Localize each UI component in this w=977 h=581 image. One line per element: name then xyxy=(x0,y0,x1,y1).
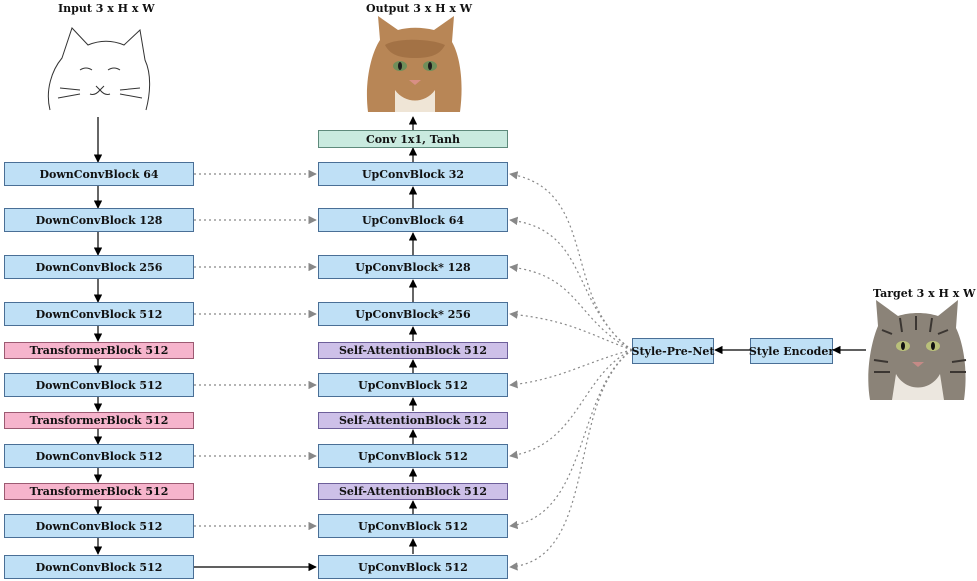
style-fanout xyxy=(509,171,633,571)
encoder-block-5: DownConvBlock 512 xyxy=(4,373,194,397)
transformer-block-2: TransformerBlock 512 xyxy=(4,412,194,429)
cat-photo-icon xyxy=(363,16,462,114)
self-attention-block-3: Self-AttentionBlock 512 xyxy=(318,483,508,500)
decoder-block-5: UpConvBlock 512 xyxy=(318,373,508,397)
decoder-block-7: UpConvBlock 512 xyxy=(318,514,508,538)
decoder-block-4: UpConvBlock* 256 xyxy=(318,302,508,326)
encoder-block-6: DownConvBlock 512 xyxy=(4,444,194,468)
decoder-block-2: UpConvBlock 64 xyxy=(318,208,508,232)
decoder-block-1: UpConvBlock 32 xyxy=(318,162,508,186)
target-label: Target 3 x H x W xyxy=(873,287,976,300)
conv-tanh-block: Conv 1x1, Tanh xyxy=(318,130,508,148)
decoder-block-3: UpConvBlock* 128 xyxy=(318,255,508,279)
output-label: Output 3 x H x W xyxy=(366,2,473,15)
encoder-block-7: DownConvBlock 512 xyxy=(4,514,194,538)
tabby-cat-photo-icon xyxy=(868,300,967,400)
encoder-block-2: DownConvBlock 128 xyxy=(4,208,194,232)
encoder-block-8: DownConvBlock 512 xyxy=(4,555,194,579)
transformer-block-3: TransformerBlock 512 xyxy=(4,483,194,500)
style-pre-net-block: Style-Pre-Net xyxy=(632,338,714,364)
input-label: Input 3 x H x W xyxy=(58,2,155,15)
decoder-block-8: UpConvBlock 512 xyxy=(318,555,508,579)
decoder-block-6: UpConvBlock 512 xyxy=(318,444,508,468)
transformer-block-1: TransformerBlock 512 xyxy=(4,342,194,359)
style-encoder-block: Style Encoder xyxy=(749,338,834,364)
encoder-block-4: DownConvBlock 512 xyxy=(4,302,194,326)
encoder-block-1: DownConvBlock 64 xyxy=(4,162,194,186)
skip-connections xyxy=(194,169,317,531)
encoder-block-3: DownConvBlock 256 xyxy=(4,255,194,279)
self-attention-block-2: Self-AttentionBlock 512 xyxy=(318,412,508,429)
cat-sketch-icon xyxy=(47,27,151,111)
self-attention-block-1: Self-AttentionBlock 512 xyxy=(318,342,508,359)
